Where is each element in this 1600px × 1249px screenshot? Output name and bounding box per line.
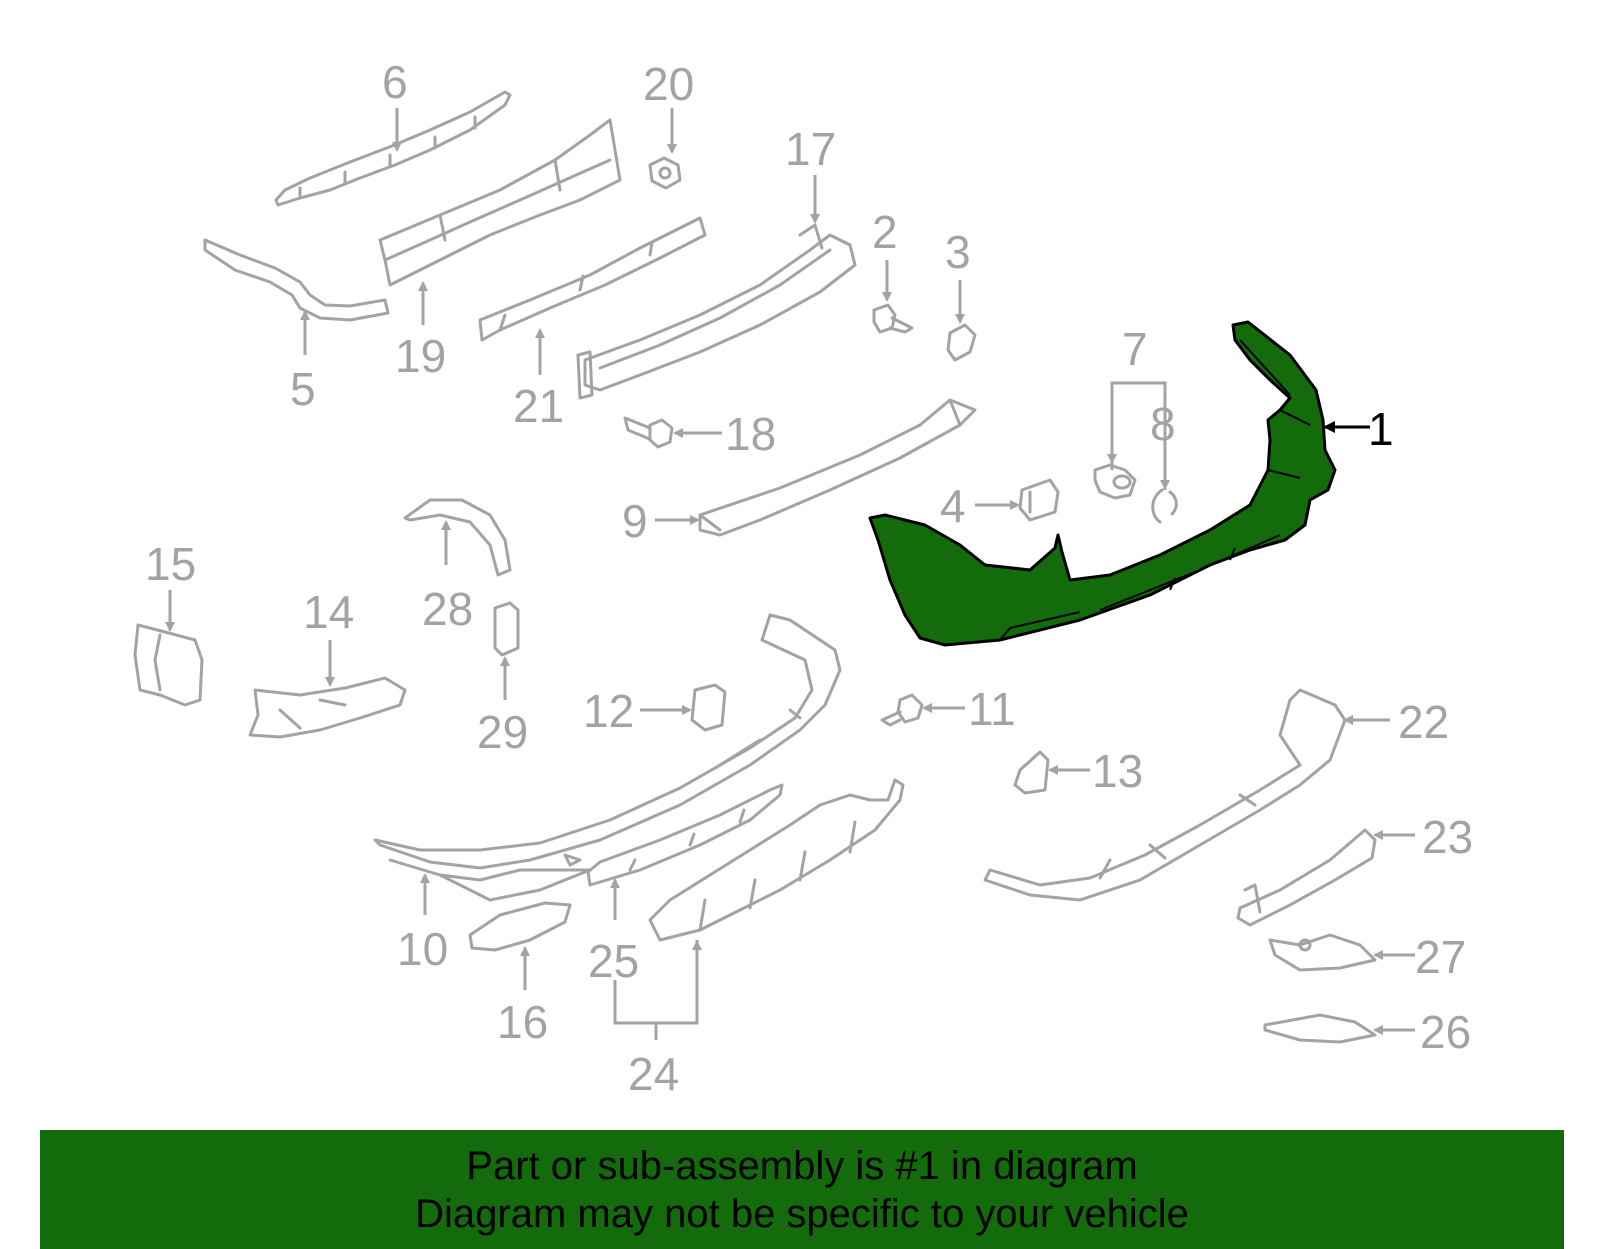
part-26-cover [1263,1013,1377,1044]
part-8-sensor-retainer [1151,488,1178,524]
callout-23: 23 [1422,811,1473,863]
banner-line-2: Diagram may not be specific to your vehi… [415,1191,1189,1236]
leader-lines [165,108,1415,1040]
part-3-clip [946,323,977,362]
callout-10: 10 [397,923,448,975]
part-4-retainer [1018,478,1060,522]
part-2-fastener [872,303,914,334]
callout-13: 13 [1092,745,1143,797]
part-21-support-bar [478,216,707,342]
callout-16: 16 [497,996,548,1048]
part-25-strip [586,783,784,887]
part-14-reflector [248,676,407,739]
part-9-step-pad [698,398,977,537]
part-20-nut [648,156,682,190]
callout-21: 21 [513,380,564,432]
part-19-energy-absorber [378,118,622,287]
callout-8: 8 [1150,398,1176,450]
part-10-lower-valance [373,613,842,902]
callout-15: 15 [145,538,196,590]
part-29-pad [493,601,520,657]
part-12-bracket [690,683,727,732]
part-18-bolt [623,416,674,449]
part-7-parking-sensor [1093,463,1137,500]
callout-26: 26 [1420,1006,1471,1058]
callout-24: 24 [628,1048,679,1100]
info-banner: Part or sub-assembly is #1 in diagram Di… [40,1130,1564,1249]
callout-27: 27 [1415,931,1466,983]
callout-3: 3 [945,226,971,278]
callout-9: 9 [622,495,648,547]
part-16-reflector [468,901,572,952]
callout-7: 7 [1122,323,1148,375]
callout-1: 1 [1368,403,1394,455]
callout-6: 6 [382,56,408,108]
part-5-bracket [203,238,390,322]
callout-12: 12 [583,685,634,737]
callout-4: 4 [940,480,966,532]
part-24-lower-absorber [648,778,905,942]
callout-5: 5 [290,363,316,415]
part-27-bracket [1268,933,1377,972]
banner-line-1: Part or sub-assembly is #1 in diagram [466,1143,1138,1188]
callout-18: 18 [725,408,776,460]
part-11-push-pin [880,693,924,727]
part-1-bumper-cover [868,320,1337,647]
callout-28: 28 [422,583,473,635]
callout-17: 17 [785,123,836,175]
callout-25: 25 [588,935,639,987]
part-13-clip [1013,750,1050,795]
callout-2: 2 [872,206,898,258]
callout-19: 19 [395,330,446,382]
part-23-bracket [1236,828,1377,927]
callout-labels: 1 2 3 4 5 6 7 8 9 10 11 12 13 14 15 16 1… [145,56,1473,1100]
callout-14: 14 [303,586,354,638]
part-15-bracket [133,623,204,707]
callout-11: 11 [968,683,1016,735]
part-6-reinforcement-strip [274,90,512,207]
part-28-liner [403,498,512,577]
parts-diagram: 1 2 3 4 5 6 7 8 9 10 11 12 13 14 15 16 1… [133,56,1473,1100]
part-22-side-trim [983,688,1347,902]
callout-20: 20 [643,58,694,110]
callout-29: 29 [477,706,528,758]
part-17-impact-bar [576,223,857,400]
callout-22: 22 [1398,696,1449,748]
